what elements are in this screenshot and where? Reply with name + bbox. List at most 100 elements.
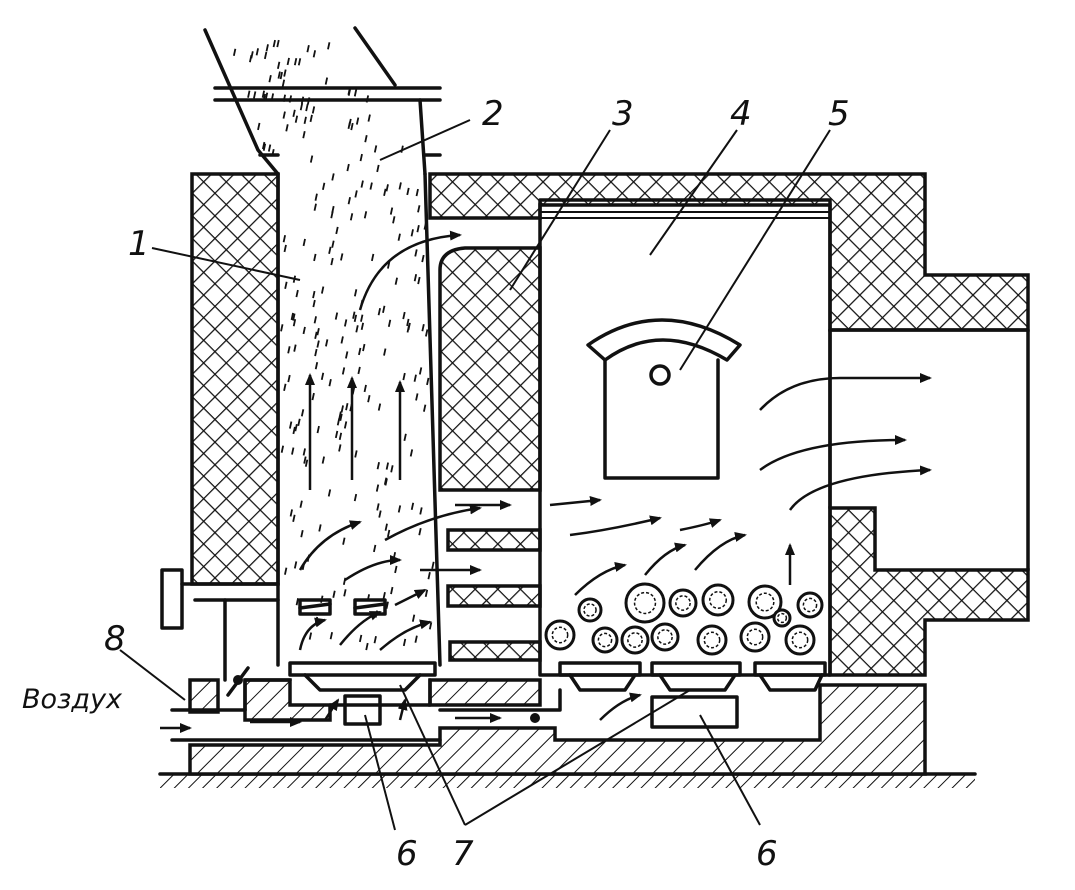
- particle: [295, 289, 299, 298]
- particle: [263, 51, 268, 60]
- particle: [367, 394, 371, 403]
- particle: [297, 418, 301, 427]
- label-4: 4: [730, 94, 752, 134]
- particle: [410, 502, 415, 510]
- fuel-log: [784, 624, 816, 656]
- particle: [334, 430, 339, 439]
- fuel-log-ring: [776, 612, 788, 624]
- particle: [398, 182, 402, 190]
- particle: [292, 109, 296, 118]
- particle: [360, 314, 364, 322]
- particle: [289, 421, 293, 429]
- callout-labels: 1 2 3 4 5 8 6 7 6 Воздух: [22, 94, 850, 874]
- particle: [314, 193, 318, 201]
- air-box: [160, 568, 387, 682]
- particle: [286, 57, 290, 66]
- particle: [262, 143, 267, 151]
- exhaust-outlet: [828, 328, 1030, 572]
- particle: [328, 378, 332, 387]
- particle: [312, 50, 317, 58]
- fuel-log-ring: [746, 628, 764, 646]
- fuel-log: [701, 583, 735, 617]
- particle: [406, 318, 410, 327]
- particle: [262, 141, 266, 150]
- particle: [292, 426, 296, 435]
- particle: [421, 324, 425, 332]
- fuel-log: [620, 625, 650, 655]
- left-wall: [190, 172, 280, 586]
- particle: [322, 182, 326, 190]
- particle: [355, 325, 359, 333]
- particle: [385, 601, 389, 609]
- particle: [316, 328, 320, 336]
- particle: [402, 638, 407, 647]
- particle: [308, 632, 313, 640]
- particle: [257, 122, 261, 131]
- particle: [261, 90, 265, 98]
- particle: [340, 336, 344, 344]
- particle: [414, 249, 418, 257]
- label-6-left: 6: [396, 834, 418, 874]
- fuel-log-ring: [755, 592, 775, 612]
- particle: [283, 69, 287, 77]
- particle: [294, 423, 298, 432]
- fuel-log-ring: [633, 591, 657, 615]
- particle: [306, 45, 310, 53]
- particle: [362, 343, 366, 352]
- particle: [320, 372, 325, 381]
- particle: [340, 253, 344, 261]
- particle: [353, 314, 358, 322]
- label-1: 1: [128, 224, 150, 264]
- particle: [403, 433, 407, 441]
- particle: [410, 229, 414, 237]
- particle: [416, 225, 420, 233]
- fuel-log: [796, 591, 824, 619]
- particle: [354, 450, 358, 458]
- particle: [358, 347, 362, 356]
- particle: [363, 211, 368, 219]
- particle: [285, 124, 289, 132]
- particle: [313, 203, 317, 211]
- particle: [387, 319, 392, 328]
- particle: [311, 392, 315, 401]
- particle: [394, 277, 398, 285]
- particle: [371, 253, 375, 262]
- particle: [383, 348, 387, 356]
- particle: [338, 432, 343, 441]
- fuel-log-ring: [709, 591, 727, 609]
- particle: [280, 324, 284, 332]
- particle: [360, 322, 365, 331]
- particle: [264, 92, 269, 100]
- label-8: 8: [104, 619, 126, 659]
- particle: [385, 462, 389, 470]
- fuel-log: [577, 597, 603, 623]
- particle: [389, 207, 394, 215]
- partition-wall: [438, 246, 542, 662]
- particle: [365, 95, 370, 103]
- particle: [354, 190, 358, 198]
- particle: [328, 246, 332, 255]
- particle: [350, 122, 354, 131]
- particle: [281, 79, 286, 87]
- particle: [265, 44, 269, 52]
- particle: [343, 421, 348, 429]
- particle: [413, 274, 418, 282]
- particle: [421, 254, 425, 263]
- particle: [347, 121, 351, 129]
- particle: [292, 319, 297, 327]
- particle: [414, 635, 418, 643]
- particle: [357, 366, 361, 375]
- fuel-log: [772, 608, 792, 628]
- particle: [327, 489, 332, 497]
- particle: [397, 505, 402, 513]
- particle: [309, 114, 313, 123]
- particle: [346, 163, 350, 172]
- particle: [282, 235, 286, 243]
- particle: [376, 503, 380, 511]
- particle: [394, 565, 398, 574]
- fuel-log: [591, 626, 619, 654]
- particle: [424, 589, 429, 598]
- particle: [283, 383, 287, 392]
- particle: [376, 461, 380, 470]
- particle: [418, 367, 423, 375]
